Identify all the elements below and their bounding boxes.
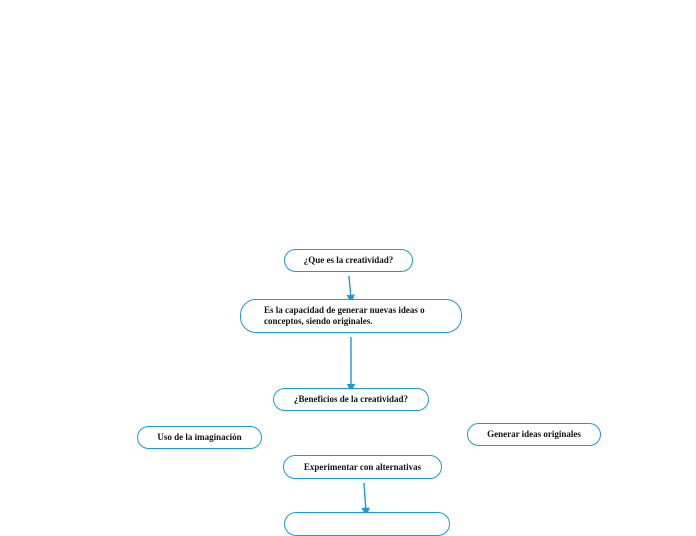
node-generar-ideas[interactable]: Generar ideas originales [467, 423, 601, 446]
node-label: Experimentar con alternativas [303, 461, 422, 472]
arrow-question-to-definition [346, 275, 355, 304]
node-label: Generar ideas originales [487, 429, 581, 440]
node-definicion[interactable]: Es la capacidad de generar nuevas ideas … [240, 299, 462, 333]
node-label: ¿Que es la creatividad? [303, 255, 394, 266]
node-experimentar-alternativas[interactable]: Experimentar con alternativas [283, 455, 442, 479]
node-uso-imaginacion[interactable]: Uso de la imaginación [137, 426, 262, 449]
node-label: ¿Beneficios de la creatividad? [293, 394, 409, 405]
node-bottom-partial[interactable] [284, 512, 450, 536]
node-beneficios[interactable]: ¿Beneficios de la creatividad? [273, 388, 429, 411]
arrow-alternatives-to-next [361, 482, 370, 517]
node-label: Uso de la imaginación [157, 432, 242, 443]
node-que-es-la-creatividad[interactable]: ¿Que es la creatividad? [284, 249, 413, 272]
node-label: Es la capacidad de generar nuevas ideas … [264, 305, 425, 326]
connector-layer [346, 275, 370, 517]
